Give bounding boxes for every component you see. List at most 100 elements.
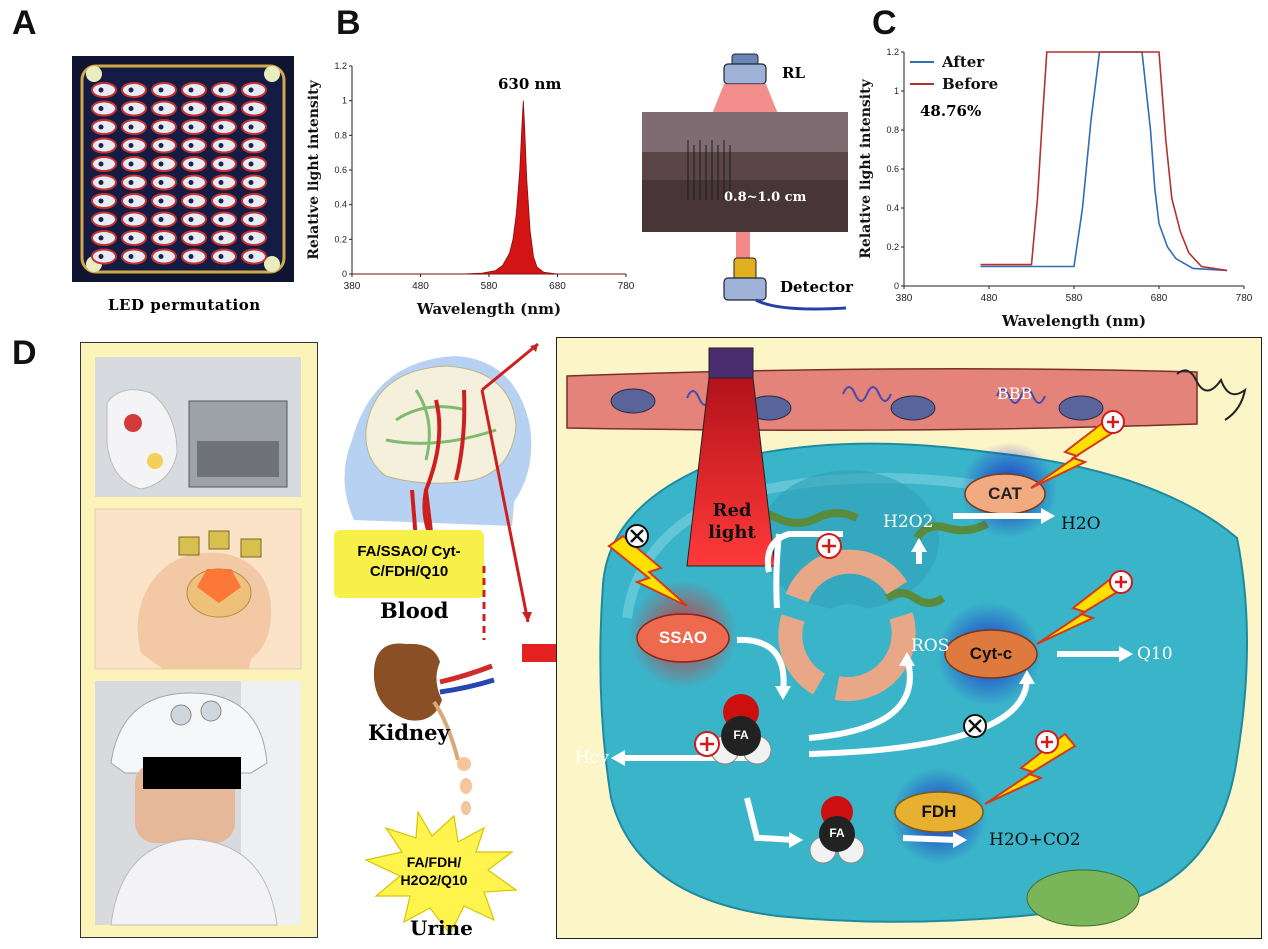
- urine-markers-text-1: FA/FDH/: [406, 854, 462, 870]
- legend-label: Before: [942, 75, 998, 93]
- nucleus-icon: [759, 470, 939, 610]
- bbb-label: BBB: [997, 384, 1033, 403]
- led-unit: [241, 174, 267, 191]
- hcy-label: Hcy: [575, 748, 609, 768]
- cytc-label: Cyt-c: [969, 644, 1013, 663]
- ssao-label: SSAO: [658, 628, 708, 647]
- urine-drop: [460, 778, 472, 794]
- led-unit: [121, 137, 147, 154]
- arrow-to-cell: [480, 389, 530, 623]
- detector-label: Detector: [780, 278, 853, 296]
- led-unit: [181, 82, 207, 98]
- q10-label: Q10: [1137, 644, 1173, 664]
- panel-letter-b: B: [336, 4, 361, 42]
- led-unit: [181, 248, 207, 265]
- led-unit: [211, 248, 237, 265]
- percent-label: 48.76%: [920, 102, 982, 120]
- endothelial-cell-icon: [890, 395, 936, 421]
- led-unit: [91, 100, 117, 117]
- h2o2-label: H2O2: [883, 512, 934, 532]
- penetration-schematic: RL 0.8~1.0 cm Detector: [628, 50, 853, 320]
- led-unit: [151, 174, 177, 191]
- kidney-icon: [373, 643, 442, 721]
- cycle-arrows-icon: [778, 549, 916, 701]
- led-unit: [151, 82, 177, 98]
- led-unit: [241, 100, 267, 117]
- plus-sign-icon: [1035, 730, 1059, 754]
- x-tick-label: 380: [896, 293, 913, 304]
- cytc-enzyme: [944, 629, 1038, 679]
- y-tick-label: 1: [342, 96, 347, 106]
- led-unit: [181, 230, 207, 246]
- led-unit: [241, 248, 267, 265]
- led-unit: [91, 211, 117, 228]
- y-tick-label: 0: [894, 281, 899, 291]
- spectrum-area: [352, 100, 626, 275]
- y-tick-label: 1.2: [886, 47, 899, 57]
- urine-drop: [461, 801, 471, 815]
- fdh-enzyme: [894, 791, 984, 833]
- led-board: [72, 56, 294, 282]
- plus-sign-icon: [1109, 570, 1133, 594]
- led-unit: [91, 174, 117, 191]
- h2oco2-label: H2O+CO2: [989, 830, 1081, 850]
- photo-column: [80, 342, 318, 938]
- led-unit: [121, 230, 147, 246]
- urine-drop: [457, 757, 471, 771]
- led-unit: [241, 156, 267, 172]
- urine-label: Urine: [410, 916, 473, 940]
- led-board-graphic: [72, 56, 294, 282]
- led-unit: [241, 82, 267, 98]
- led-unit: [91, 82, 117, 98]
- led-unit: [181, 137, 207, 154]
- series-line-before: [980, 51, 1228, 272]
- panel-letter-a: A: [12, 4, 37, 42]
- red-light-label-2: light: [708, 522, 756, 543]
- peak-label: 630 nm: [498, 75, 562, 93]
- urine-starburst: [364, 810, 518, 936]
- x-tick-label: 780: [618, 281, 634, 292]
- led-unit: [151, 230, 177, 246]
- led-unit: [211, 82, 237, 98]
- led-caption: LED permutation: [108, 296, 261, 314]
- led-unit: [211, 100, 237, 117]
- y-tick-label: 0.8: [334, 130, 347, 140]
- arrow-to-cell-top: [481, 342, 539, 392]
- y-tick-label: 0.2: [886, 242, 899, 252]
- y-axis-label: Relative light intensity: [306, 79, 322, 259]
- led-unit: [121, 174, 147, 191]
- x-axis-label: Wavelength (nm): [416, 300, 561, 318]
- led-unit: [181, 211, 207, 228]
- blood-marker-box: [334, 530, 484, 598]
- y-tick-label: 0: [342, 269, 347, 279]
- mount-hole: [264, 256, 280, 272]
- led-unit: [121, 119, 147, 135]
- led-unit: [211, 174, 237, 191]
- led-unit: [121, 211, 147, 228]
- y-tick-label: 0.4: [886, 203, 899, 213]
- x-tick-label: 780: [1236, 293, 1253, 304]
- endothelial-cell-icon: [1058, 395, 1104, 421]
- led-unit: [181, 100, 207, 117]
- times-sign-icon: [963, 714, 987, 738]
- biomarker-pathway: FA/SSAO/ Cyt-C/FDH/Q10 Blood Kidney FA/F…: [316, 330, 556, 945]
- led-unit: [151, 137, 177, 154]
- led-unit: [151, 100, 177, 117]
- mount-hole: [86, 66, 102, 82]
- times-sign-icon: [625, 524, 649, 548]
- led-unit: [211, 193, 237, 209]
- rl-label: RL: [782, 64, 806, 82]
- endothelial-cell-icon: [610, 388, 656, 414]
- cell-mechanism-graphic: [566, 347, 1248, 927]
- led-unit: [91, 248, 117, 265]
- y-tick-label: 0.6: [334, 165, 347, 175]
- led-unit: [181, 156, 207, 172]
- led-unit: [151, 119, 177, 135]
- fa-molecule-icon: [809, 796, 865, 864]
- x-tick-label: 480: [412, 281, 429, 292]
- led-unit: [151, 211, 177, 228]
- kidney-label: Kidney: [368, 720, 450, 745]
